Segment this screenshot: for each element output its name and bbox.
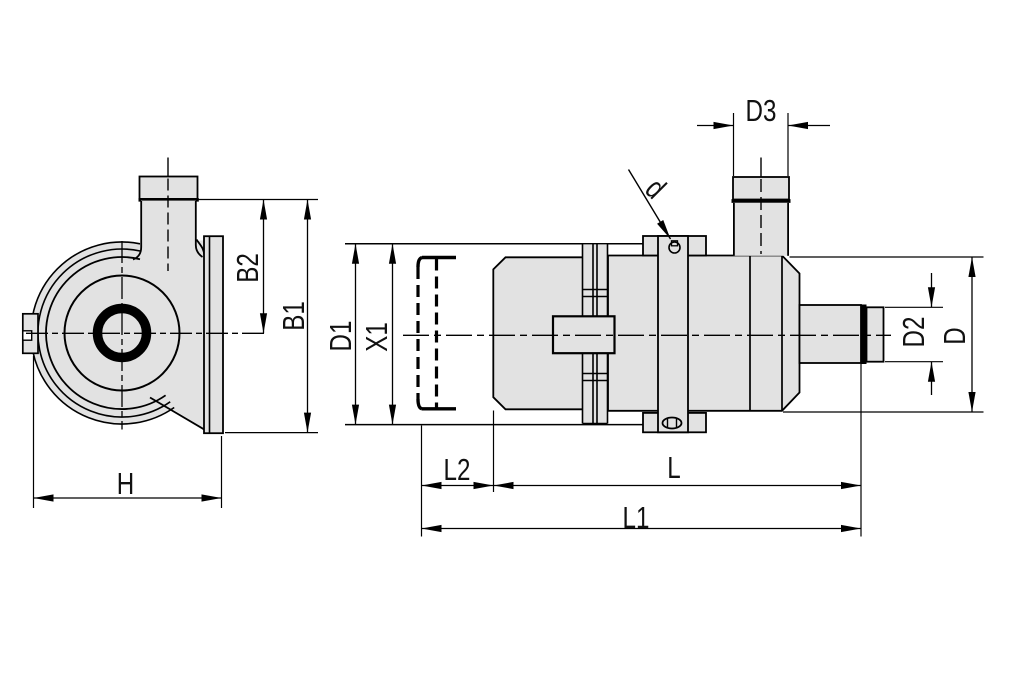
dim-label-d-upper: D <box>937 327 972 344</box>
clamp-ring <box>642 235 707 434</box>
dim-label-d2: D2 <box>896 317 931 348</box>
svg-text:B2: B2 <box>230 253 265 283</box>
front-view-dimensions: D1 X1 D3 d D2 D L2 L L1 <box>323 93 984 537</box>
gusset-edge <box>149 396 207 432</box>
svg-text:B1: B1 <box>276 301 311 331</box>
svg-text:L2: L2 <box>444 452 471 487</box>
svg-text:D1: D1 <box>323 321 358 352</box>
svg-text:D2: D2 <box>896 317 931 348</box>
clamp-screw-top <box>668 241 681 254</box>
side-tab-slot <box>22 330 33 341</box>
side-view <box>21 157 268 435</box>
nozzle-end-cap <box>865 306 885 363</box>
dim-label-d-lower: d <box>639 171 673 205</box>
svg-text:L: L <box>667 450 680 485</box>
dim-label-l1: L1 <box>623 500 650 535</box>
dim-label-d3: D3 <box>746 93 777 128</box>
svg-text:H: H <box>117 466 134 501</box>
side-view-dimensions: B2 B1 H <box>32 198 318 508</box>
dim-label-h: H <box>117 466 134 501</box>
nozzle-seal-band <box>860 304 867 364</box>
body-main <box>607 254 801 412</box>
dim-label-d1: D1 <box>323 321 358 352</box>
dim-label-b1: B1 <box>276 301 311 331</box>
flange-plate <box>203 235 224 435</box>
leader-line-d <box>627 169 672 240</box>
front-view <box>345 157 891 434</box>
suction-cup-hidden-contour <box>416 255 456 411</box>
dim-label-b2: B2 <box>230 253 265 283</box>
nozzle <box>798 304 885 364</box>
svg-text:L1: L1 <box>623 500 650 535</box>
svg-text:X1: X1 <box>359 322 394 352</box>
svg-text:D: D <box>937 327 972 344</box>
dim-label-x1: X1 <box>359 322 394 352</box>
clamp-screw-bottom <box>661 416 683 430</box>
dim-label-l2: L2 <box>444 452 471 487</box>
outer-arc-3 <box>45 256 167 410</box>
outer-arc-2 <box>37 248 171 418</box>
svg-text:d: d <box>639 171 673 205</box>
dim-label-l: L <box>667 450 680 485</box>
front-port <box>731 157 791 256</box>
svg-text:D3: D3 <box>746 93 777 128</box>
